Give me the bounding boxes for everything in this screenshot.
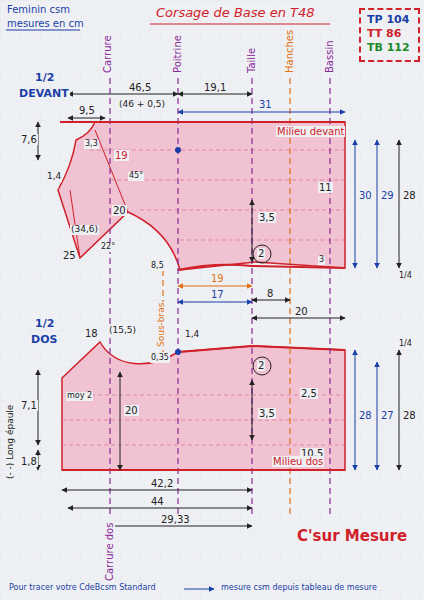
dimension-label: 3,5 — [258, 212, 276, 223]
dimension-label: 11 — [318, 182, 333, 193]
circle-mark — [253, 357, 271, 375]
dimension-label: 20 — [124, 405, 139, 416]
centre-back-line — [62, 469, 345, 471]
dimension-label: 29 — [380, 190, 395, 201]
dimension-label: 46,5 — [128, 82, 152, 93]
dimension-label: 7,1 — [20, 400, 38, 411]
underline — [6, 30, 80, 31]
dimension-label: 3,3 — [84, 140, 99, 149]
dimension-label: (15,5) — [108, 326, 137, 336]
dimension-label: 22° — [100, 243, 116, 252]
dimension-label: 0,35 — [150, 354, 170, 363]
dimension-label: 19 — [210, 273, 225, 284]
dimension-label: 8,5 — [150, 262, 165, 271]
dimension-lines — [38, 94, 399, 575]
dimension-label: 20 — [294, 306, 309, 317]
dimension-label: Hanches — [284, 29, 295, 74]
column-lines — [110, 78, 330, 515]
dimension-label: 28 — [402, 190, 417, 201]
dimension-label: 19 — [114, 150, 129, 161]
centre-front-line — [60, 121, 345, 123]
dimension-label: 42,2 — [150, 478, 174, 489]
dimension-label: 1/4 — [398, 340, 413, 349]
dimension-label: 2 — [257, 248, 265, 259]
dimension-label: moy 2 — [66, 392, 93, 401]
bust-point — [175, 147, 181, 153]
dimension-label: C'sur Mesure — [296, 528, 408, 545]
dimension-label: 20 — [112, 205, 127, 216]
dart-line — [70, 130, 128, 258]
dimension-label: 17 — [210, 289, 225, 300]
circle-mark — [253, 245, 271, 263]
dimension-label: 8 — [266, 288, 274, 299]
dimension-label: 18 — [84, 328, 99, 339]
piece-hatching — [62, 150, 345, 445]
dimension-label: 1,8 — [20, 456, 38, 467]
dimension-label: Milieu devant — [276, 126, 345, 137]
dimension-label: mesures en cm — [6, 18, 85, 29]
dimension-label: 45° — [128, 172, 144, 181]
dimension-label: Pour tracer votre CdeBcsm Standard — [8, 584, 157, 593]
dimension-label: 1/2 — [34, 318, 55, 330]
dimension-label: 1,4 — [184, 330, 200, 340]
dimension-label: 2 — [257, 360, 265, 371]
dimension-label: 1,4 — [46, 172, 62, 182]
waist-line — [178, 265, 345, 270]
dimension-label: Sous-bras — [157, 302, 167, 348]
dimension-label: DOS — [30, 334, 58, 346]
dimension-label: Carrure dos — [104, 522, 115, 582]
dimension-label: (- -) Long épaule — [6, 404, 16, 480]
size-value: TP 104 — [367, 13, 412, 27]
front-piece — [58, 122, 345, 270]
size-value: TT 86 — [367, 27, 412, 41]
dimension-label: 28 — [358, 410, 373, 421]
dimension-label: mesure csm depuis tableau de mesure — [220, 584, 378, 593]
dimension-label: 9,5 — [78, 105, 96, 116]
dimension-label: 29,33 — [160, 514, 191, 525]
dimension-label: 1/2 — [34, 72, 55, 84]
dimension-label: 3 — [318, 256, 325, 265]
dimension-label: (46 + 0,5) — [118, 100, 166, 110]
dimension-label: DEVANT — [18, 88, 70, 100]
dimension-label: 3,5 — [258, 408, 276, 419]
dimension-label: 1/4 — [398, 272, 413, 281]
dimension-label: 44 — [150, 496, 165, 507]
dimension-label: Feminin csm — [6, 4, 71, 15]
size-box: TP 104TT 86TB 112 — [359, 8, 420, 62]
size-value: TB 112 — [367, 41, 412, 55]
blue-dimension-lines — [178, 112, 377, 589]
dimension-label: 31 — [258, 99, 273, 110]
underline — [150, 24, 330, 25]
back-top-line — [178, 346, 345, 352]
dimension-label: 2,5 — [300, 388, 318, 399]
dimension-label: (34,6) — [70, 225, 99, 235]
dimension-label: Bassin — [324, 39, 335, 74]
dimension-label: 28 — [402, 410, 417, 421]
back-piece — [62, 342, 345, 470]
dimension-label: Carrure — [102, 34, 113, 74]
dimension-label: Milieu dos — [272, 456, 324, 467]
dimension-label: 25 — [62, 250, 77, 261]
diagram-title: Corsage de Base en T48 — [155, 6, 316, 20]
dimension-label: 27 — [380, 410, 395, 421]
dimension-label: 7,6 — [20, 134, 38, 145]
point — [175, 349, 181, 355]
dimension-label: Poitrine — [172, 34, 183, 74]
dimension-label: 30 — [358, 190, 373, 201]
dimension-label: Taille — [246, 47, 257, 74]
orange-dimension-line — [178, 286, 252, 287]
dimension-label: 19,1 — [203, 82, 227, 93]
